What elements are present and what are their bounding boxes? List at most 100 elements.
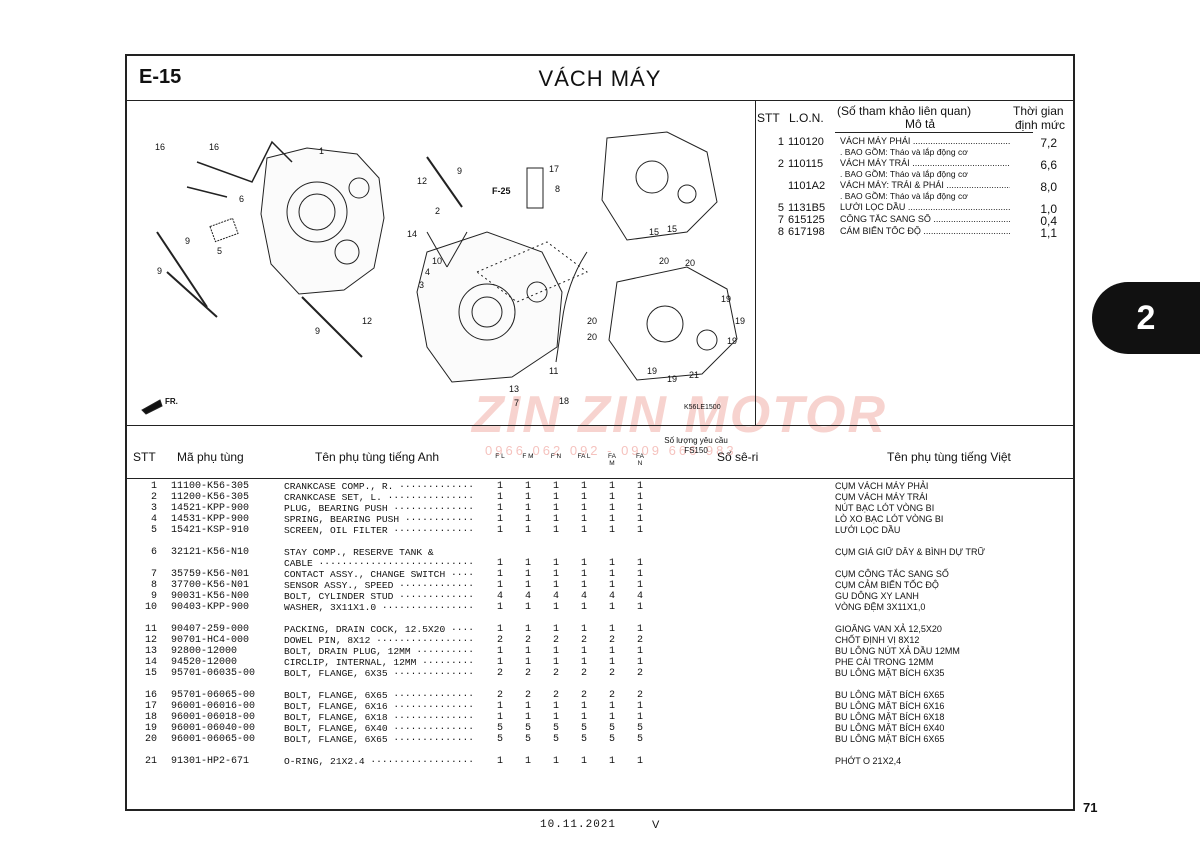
row-qty: 2 bbox=[580, 668, 587, 679]
row-qty: 1 bbox=[552, 712, 559, 723]
row-name-vi: BU LÔNG MẶT BÍCH 6X65 bbox=[835, 690, 945, 700]
row-qty: 2 bbox=[636, 635, 643, 646]
row-qty: 1 bbox=[580, 701, 587, 712]
row-qty: 1 bbox=[524, 525, 531, 536]
row-stt: 13 bbox=[144, 646, 157, 657]
lon-time: 6,6 bbox=[1040, 158, 1057, 172]
row-qty: 1 bbox=[580, 481, 587, 492]
row-qty: 4 bbox=[580, 591, 587, 602]
lon-time: 8,0 bbox=[1040, 180, 1057, 194]
callout-label: 19 bbox=[647, 366, 657, 376]
parts-head-code: Mã phụ tùng bbox=[177, 450, 244, 464]
row-name-en: BOLT, FLANGE, 6X65 bbox=[284, 734, 476, 745]
lon-head-ref: (Số tham khảo liên quan) bbox=[837, 104, 972, 118]
row-qty: 1 bbox=[524, 701, 531, 712]
row-qty: 1 bbox=[496, 525, 503, 536]
row-qty: 1 bbox=[552, 514, 559, 525]
row-name-en: SCREEN, OIL FILTER bbox=[284, 525, 476, 536]
row-part-code: 32121-K56-N10 bbox=[171, 547, 250, 558]
row-qty: 2 bbox=[552, 635, 559, 646]
row-qty: 1 bbox=[496, 481, 503, 492]
row-part-code: 96001-06065-00 bbox=[171, 734, 256, 745]
row-qty: 1 bbox=[608, 646, 615, 657]
row-part-code: 90407-259-000 bbox=[171, 624, 250, 635]
row-name-en: DOWEL PIN, 8X12 bbox=[284, 635, 476, 646]
row-name-vi: PHỚT O 21X2,4 bbox=[835, 756, 902, 766]
row-qty: 1 bbox=[524, 712, 531, 723]
row-qty: 1 bbox=[608, 701, 615, 712]
row-qty: 5 bbox=[636, 734, 643, 745]
row-qty: 1 bbox=[636, 712, 643, 723]
row-qty: 1 bbox=[636, 481, 643, 492]
row-qty: 5 bbox=[580, 734, 587, 745]
row-name-en: BOLT, FLANGE, 6X16 bbox=[284, 701, 476, 712]
row-qty: 1 bbox=[524, 756, 531, 767]
callout-label: 19 bbox=[735, 316, 745, 326]
row-qty: 2 bbox=[496, 635, 503, 646]
lon-sub-note: . BAO GỒM: Tháo và lắp động cơ bbox=[840, 147, 968, 157]
row-name-en: CIRCLIP, INTERNAL, 12MM bbox=[284, 657, 476, 668]
row-qty: 1 bbox=[580, 492, 587, 503]
qty-col-head: F M bbox=[522, 453, 534, 460]
row-qty: 1 bbox=[608, 624, 615, 635]
callout-label: 19 bbox=[727, 336, 737, 346]
row-name-en: O-RING, 21X2.4 bbox=[284, 756, 476, 767]
row-part-code: 92800-12000 bbox=[171, 646, 238, 657]
lon-lon: 617198 bbox=[788, 226, 825, 238]
row-qty: 1 bbox=[608, 602, 615, 613]
row-qty: 1 bbox=[580, 646, 587, 657]
title-divider bbox=[127, 100, 1073, 101]
row-qty: 1 bbox=[552, 558, 559, 569]
row-qty: 5 bbox=[636, 723, 643, 734]
row-name-en: CRANKCASE SET, L. bbox=[284, 492, 476, 503]
diagram-code-label: K56LE1500 bbox=[684, 404, 721, 411]
row-part-code: 90403-KPP-900 bbox=[171, 602, 250, 613]
callout-label: 4 bbox=[425, 267, 430, 277]
row-qty: 1 bbox=[636, 503, 643, 514]
row-name-en: BOLT, DRAIN PLUG, 12MM bbox=[284, 646, 476, 657]
row-qty: 1 bbox=[552, 756, 559, 767]
row-qty: 2 bbox=[608, 668, 615, 679]
callout-label: 8 bbox=[555, 184, 560, 194]
lon-stt: 5 bbox=[777, 202, 784, 214]
row-qty: 1 bbox=[524, 481, 531, 492]
row-qty: 1 bbox=[552, 492, 559, 503]
row-stt: 21 bbox=[144, 756, 157, 767]
row-qty: 1 bbox=[636, 492, 643, 503]
lon-desc: VÁCH MÁY TRÁI bbox=[840, 158, 1010, 168]
callout-label: 19 bbox=[721, 294, 731, 304]
row-qty: 5 bbox=[608, 734, 615, 745]
parts-head-divider bbox=[127, 478, 1073, 479]
row-qty: 1 bbox=[496, 580, 503, 591]
row-qty: 1 bbox=[552, 646, 559, 657]
lon-time: 0,4 bbox=[1040, 214, 1057, 228]
lon-lon: 110120 bbox=[788, 136, 824, 148]
callout-label: 9 bbox=[315, 326, 320, 336]
row-qty: 1 bbox=[552, 657, 559, 668]
row-qty: 2 bbox=[636, 690, 643, 701]
row-qty: 1 bbox=[580, 756, 587, 767]
lon-head-desc: Mô tả bbox=[905, 117, 936, 131]
callout-label: 9 bbox=[457, 166, 462, 176]
lon-stt: 7 bbox=[777, 214, 784, 226]
row-name-vi: BU LÔNG MẶT BÍCH 6X40 bbox=[835, 723, 945, 733]
row-name-en: SPRING, BEARING PUSH bbox=[284, 514, 476, 525]
parts-head-serial: Số sê-ri bbox=[717, 450, 759, 464]
diagram-divider bbox=[755, 100, 756, 425]
gasket-top bbox=[601, 131, 718, 241]
lon-time: 1,0 bbox=[1040, 202, 1057, 216]
row-qty: 1 bbox=[608, 712, 615, 723]
row-part-code: 90031-K56-N00 bbox=[171, 591, 250, 602]
